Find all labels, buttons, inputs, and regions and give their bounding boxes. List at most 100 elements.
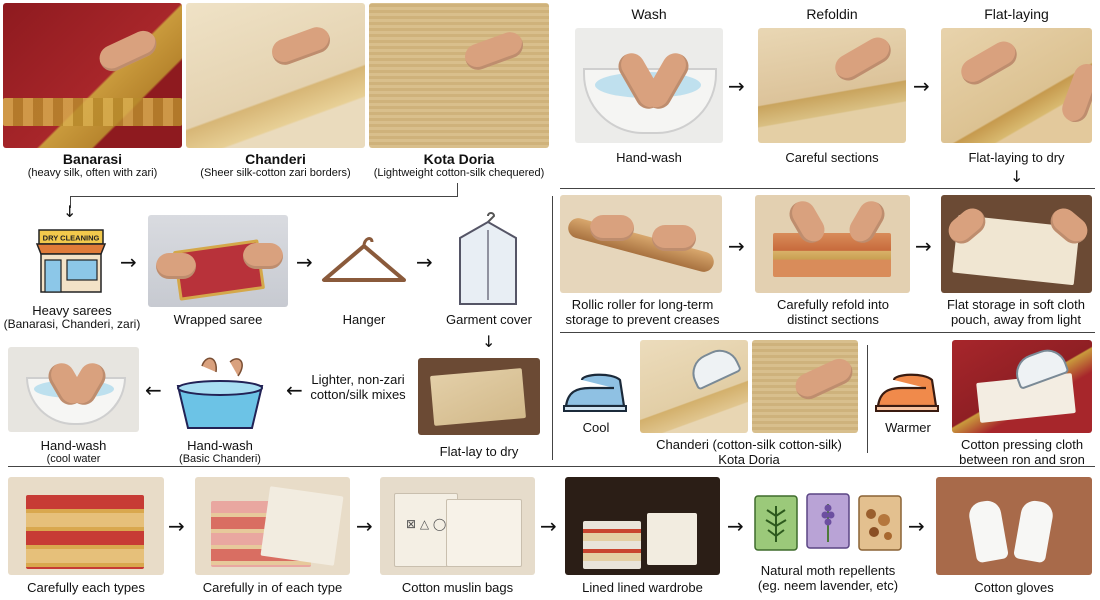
glove — [967, 498, 1009, 564]
left-arrow: ← — [286, 378, 303, 402]
right-arrow: → — [168, 514, 185, 538]
moth-repellent-packets — [753, 490, 903, 552]
wrapped-saree-caption: Wrapped saree — [173, 312, 263, 327]
muslin-bag — [647, 513, 697, 565]
right-arrow: → — [728, 234, 745, 258]
cool-water-caption: Hand-wash(cool water — [40, 438, 107, 465]
kota-doria-ironing-image — [752, 340, 858, 433]
section-divider — [867, 345, 868, 453]
warm-iron-icon — [874, 370, 942, 416]
right-arrow: → — [727, 514, 744, 538]
section-divider — [560, 332, 1095, 333]
careful-each-type-caption: Carefully in of each type — [202, 580, 343, 595]
right-arrow: → — [913, 74, 930, 98]
hand — [830, 32, 896, 86]
kota-doria-image — [369, 3, 549, 148]
iron — [685, 343, 743, 391]
flat-laying-image — [941, 28, 1092, 143]
refold-image — [758, 28, 906, 143]
hand — [590, 215, 634, 241]
kota-doria-caption: Kota Doria(Lightweight cotton-silk chequ… — [373, 151, 545, 180]
moth-repellents-caption: Natural moth repellents (eg. neem lavend… — [757, 563, 899, 593]
hanger-caption: Hanger — [342, 312, 386, 327]
wardrobe-image — [565, 477, 720, 575]
flat-storage-caption: Flat storage in soft cloth pouch, away f… — [946, 297, 1085, 327]
chanderi-ironing-image — [640, 340, 748, 433]
pressing-cloth-image — [952, 340, 1092, 433]
banarasi-image — [3, 3, 182, 148]
muslin-wrap — [260, 486, 344, 566]
shop-sign-text: DRY CLEANING — [43, 234, 100, 243]
hand — [461, 28, 527, 74]
care-label-icons: ⊠ △ ◯ — [406, 517, 447, 531]
refold-sections-image — [755, 195, 910, 293]
down-arrow: ↓ — [482, 332, 496, 351]
wardrobe-caption: Lined lined wardrobe — [582, 580, 703, 595]
muslin-bag — [446, 499, 522, 567]
hand — [243, 243, 283, 269]
cool-label: Cool — [582, 420, 610, 435]
saree-stack — [26, 495, 144, 569]
cool-iron-icon — [562, 370, 630, 416]
right-arrow: → — [915, 234, 932, 258]
hand — [156, 253, 196, 279]
hand — [652, 225, 696, 251]
right-arrow: → — [908, 514, 925, 538]
heavy-sarees-caption: Heavy sarees(Banarasi, Chanderi, zari) — [3, 303, 141, 331]
wrapped-saree-image — [148, 215, 288, 307]
section-divider — [552, 196, 553, 460]
lighter-mixes-note: Lighter, non-zari cotton/silk mixes — [310, 372, 406, 402]
layered-sarees-image — [195, 477, 350, 575]
wash-caption: Hand-wash — [616, 150, 682, 165]
right-arrow: → — [296, 250, 313, 274]
right-arrow: → — [120, 250, 137, 274]
shelf — [583, 521, 641, 569]
right-arrow: → — [728, 74, 745, 98]
folded-saree — [773, 233, 891, 277]
stacked-sarees-image — [8, 477, 164, 575]
zari-border — [3, 98, 182, 126]
flat-laying-header: Flat-laying — [984, 6, 1049, 22]
flat-lay-dry-image — [418, 358, 540, 435]
hand — [95, 26, 161, 76]
wash-image — [575, 28, 723, 143]
flat-storage-image — [941, 195, 1092, 293]
folded-saree — [429, 368, 527, 426]
garment-cover-icon — [452, 212, 524, 308]
refold-caption: Careful sections — [785, 150, 879, 165]
cool-water-wash-image — [8, 347, 139, 432]
hand — [1058, 60, 1092, 126]
basin-icon — [172, 348, 268, 434]
right-arrow: → — [540, 514, 557, 538]
hand — [268, 23, 334, 69]
warmer-label: Warmer — [885, 420, 931, 435]
garment-cover-caption: Garment cover — [446, 312, 532, 327]
ironing-fabrics-caption: Chanderi (cotton-silk cotton-silk)Kota D… — [656, 437, 842, 467]
dry-cleaning-shop-icon: DRY CLEANING — [35, 228, 107, 294]
right-arrow: → — [356, 514, 373, 538]
roller-caption: Rollic roller for long-term storage to p… — [565, 297, 720, 327]
basic-chanderi-caption: Hand-wash(Basic Chanderi) — [179, 438, 261, 465]
refold-header: Refoldin — [806, 6, 858, 22]
connector-line — [70, 196, 458, 197]
hand — [791, 354, 857, 404]
cotton-gloves-caption: Cotton gloves — [974, 580, 1054, 595]
flat-lay-dry-caption: Flat-lay to dry — [439, 444, 519, 459]
section-divider — [560, 188, 1095, 189]
banarasi-caption: Banarasi(heavy silk, often with zari) — [27, 151, 158, 180]
hand — [956, 36, 1022, 90]
flat-laying-caption: Flat-laying to dry — [968, 150, 1065, 165]
chanderi-caption: Chanderi(Sheer silk-cotton zari borders) — [200, 151, 351, 180]
muslin-bags-caption: Cotton muslin bags — [401, 580, 514, 595]
connector-line — [70, 196, 71, 208]
glove — [1013, 498, 1055, 564]
pressing-cloth-caption: Cotton pressing cloth between ron and sr… — [959, 437, 1085, 467]
right-arrow: → — [416, 250, 433, 274]
roller-image — [560, 195, 722, 293]
hanger-icon — [318, 230, 410, 290]
left-arrow: ← — [145, 378, 162, 402]
refold-sections-caption: Carefully refold into distinct sections — [777, 297, 889, 327]
section-divider — [8, 466, 1095, 467]
cotton-gloves-image — [936, 477, 1092, 575]
chanderi-image — [186, 3, 365, 148]
